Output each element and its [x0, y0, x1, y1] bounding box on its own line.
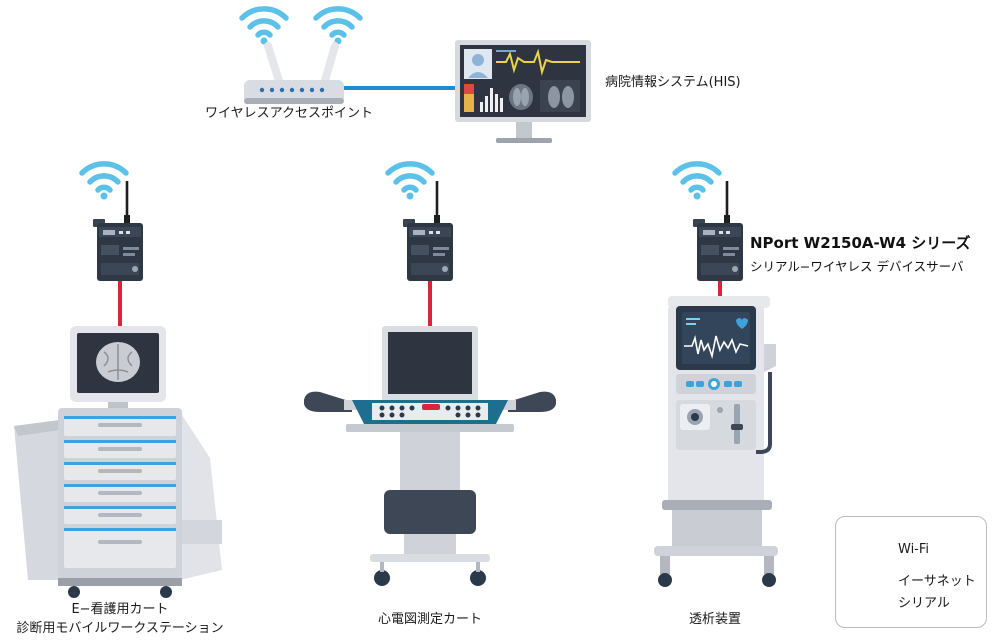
- legend-serial-label: シリアル: [898, 596, 950, 611]
- legend-wifi-label: Wi-Fi: [898, 542, 930, 557]
- ecg-cart: [304, 326, 556, 586]
- wifi-icon: [388, 164, 432, 200]
- legend-item-wifi: Wi-Fi: [836, 539, 986, 561]
- access-point-label: ワイヤレスアクセスポイント: [205, 106, 373, 121]
- nursing-cart: [14, 326, 222, 598]
- wifi-icon: [242, 9, 286, 45]
- wifi-icon: [675, 164, 719, 200]
- workstation-label: 診断用モバイルワークステーション: [16, 621, 224, 636]
- access-point: [242, 9, 360, 104]
- legend: Wi-Fi イーサネット シリアル: [835, 516, 987, 628]
- dialysis-machine: [654, 296, 778, 587]
- wifi-icon: [316, 9, 360, 45]
- ecg-cart-label: 心電図測定カート: [377, 612, 482, 627]
- product-subtitle: シリアル−ワイヤレス デバイスサーバ: [750, 259, 964, 274]
- his-monitor: [455, 40, 591, 143]
- wifi-icon: [82, 164, 126, 200]
- legend-item-serial: シリアル: [836, 589, 986, 611]
- dialysis-label: 透析装置: [688, 612, 741, 627]
- nursing-cart-label: E−看護用カート: [71, 602, 169, 617]
- his-label: 病院情報システム(HIS): [605, 75, 741, 90]
- legend-item-ethernet: イーサネット: [836, 567, 986, 589]
- product-title: NPort W2150A-W4 シリーズ: [750, 234, 971, 252]
- legend-ethernet-label: イーサネット: [898, 574, 976, 589]
